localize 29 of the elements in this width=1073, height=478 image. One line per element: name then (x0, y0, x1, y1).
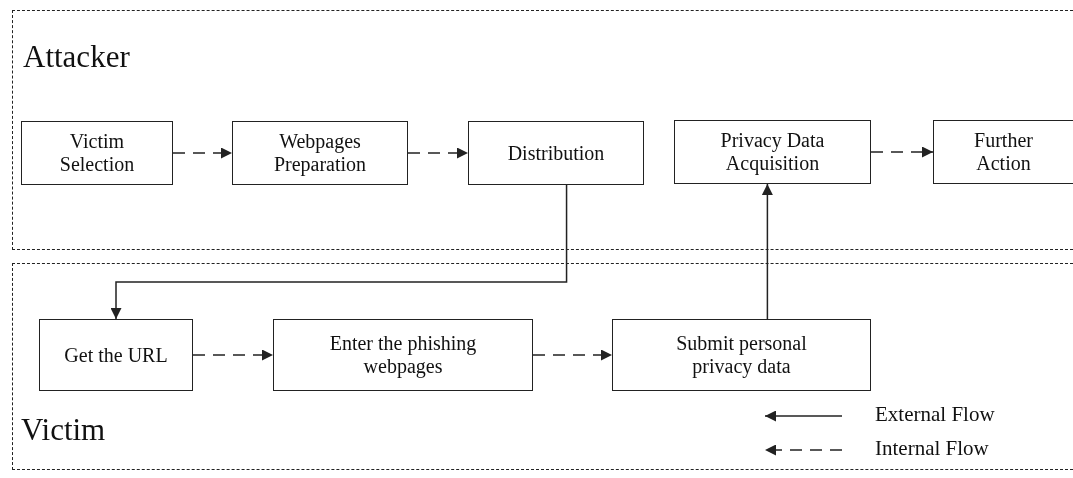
process-box (468, 121, 644, 185)
arrow (532, 349, 613, 361)
box-label: Get the URL (64, 343, 168, 367)
box-label: Submit personal privacy data (675, 332, 808, 378)
arrow (870, 146, 934, 158)
box-label: Further Action (973, 129, 1034, 175)
legend-label: Internal Flow (875, 436, 989, 461)
process-box (21, 121, 173, 185)
dashed-region (12, 263, 1073, 470)
dashed-region (12, 10, 1073, 250)
process-box (39, 319, 193, 391)
arrow (761, 183, 773, 320)
legend-label: External Flow (875, 402, 995, 427)
box-label: Webpages Preparation (272, 130, 368, 176)
process-box (674, 120, 871, 184)
box-label: Distribution (507, 141, 605, 165)
arrow (407, 147, 469, 159)
arrow (172, 147, 233, 159)
region-title: Victim (21, 412, 106, 448)
process-box (273, 319, 533, 391)
process-box (232, 121, 408, 185)
box-label: Privacy Data Acquisition (719, 129, 826, 175)
process-box (933, 120, 1073, 184)
region-title: Attacker (23, 39, 130, 75)
arrow (192, 349, 274, 361)
box-label: Victim Selection (58, 130, 136, 176)
process-box (612, 319, 871, 391)
arrow (110, 184, 568, 320)
box-label: Enter the phishing webpages (328, 332, 478, 378)
